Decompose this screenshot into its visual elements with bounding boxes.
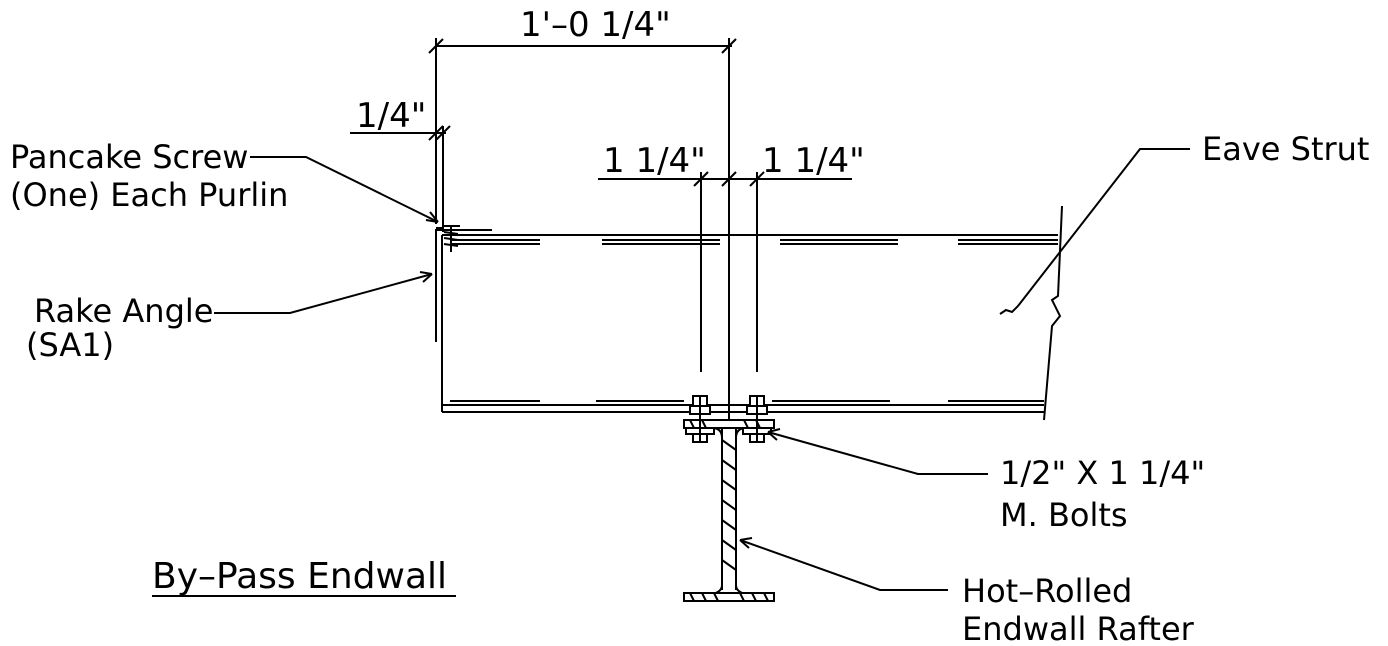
hot-rolled-rafter [683,419,775,602]
angle-callout-line2: (SA1) [26,326,114,364]
strut-leader [999,148,1190,315]
rafter-leader [739,537,948,591]
overall-dimension: 1'–0 1/4" [428,5,737,420]
machine-bolt-left [685,395,715,443]
rake-angle [435,227,492,342]
offset-dimension: 1/4" [350,96,451,232]
angle-callout-line1: Rake Angle [34,292,213,330]
bolts-callout-line1: 1/2" X 1 1/4" [1000,454,1205,492]
gauge-dimension: 1 1/4" 1 1/4" [598,141,865,372]
right-gauge-label: 1 1/4" [762,141,865,181]
strut-callout: Eave Strut [1202,130,1369,168]
angle-leader [214,271,433,314]
screw-callout-line1: Pancake Screw [10,138,248,176]
pancake-screw [443,225,460,252]
overall-dimension-label: 1'–0 1/4" [520,5,671,45]
drawing-title-text: By–Pass Endwall [152,556,447,597]
eave-strut [441,205,1063,421]
screw-leader [250,156,439,223]
bolts-leader [767,428,988,475]
rafter-callout-line2: Endwall Rafter [962,610,1195,646]
drawing-title: By–Pass Endwall [152,556,456,597]
break-line [1043,205,1063,421]
rafter-callout-line1: Hot–Rolled [962,572,1132,610]
left-gauge-label: 1 1/4" [603,141,706,181]
screw-callout-line2: (One) Each Purlin [10,176,288,214]
bolts-callout-line2: M. Bolts [1000,496,1128,534]
offset-dimension-label: 1/4" [356,96,426,136]
